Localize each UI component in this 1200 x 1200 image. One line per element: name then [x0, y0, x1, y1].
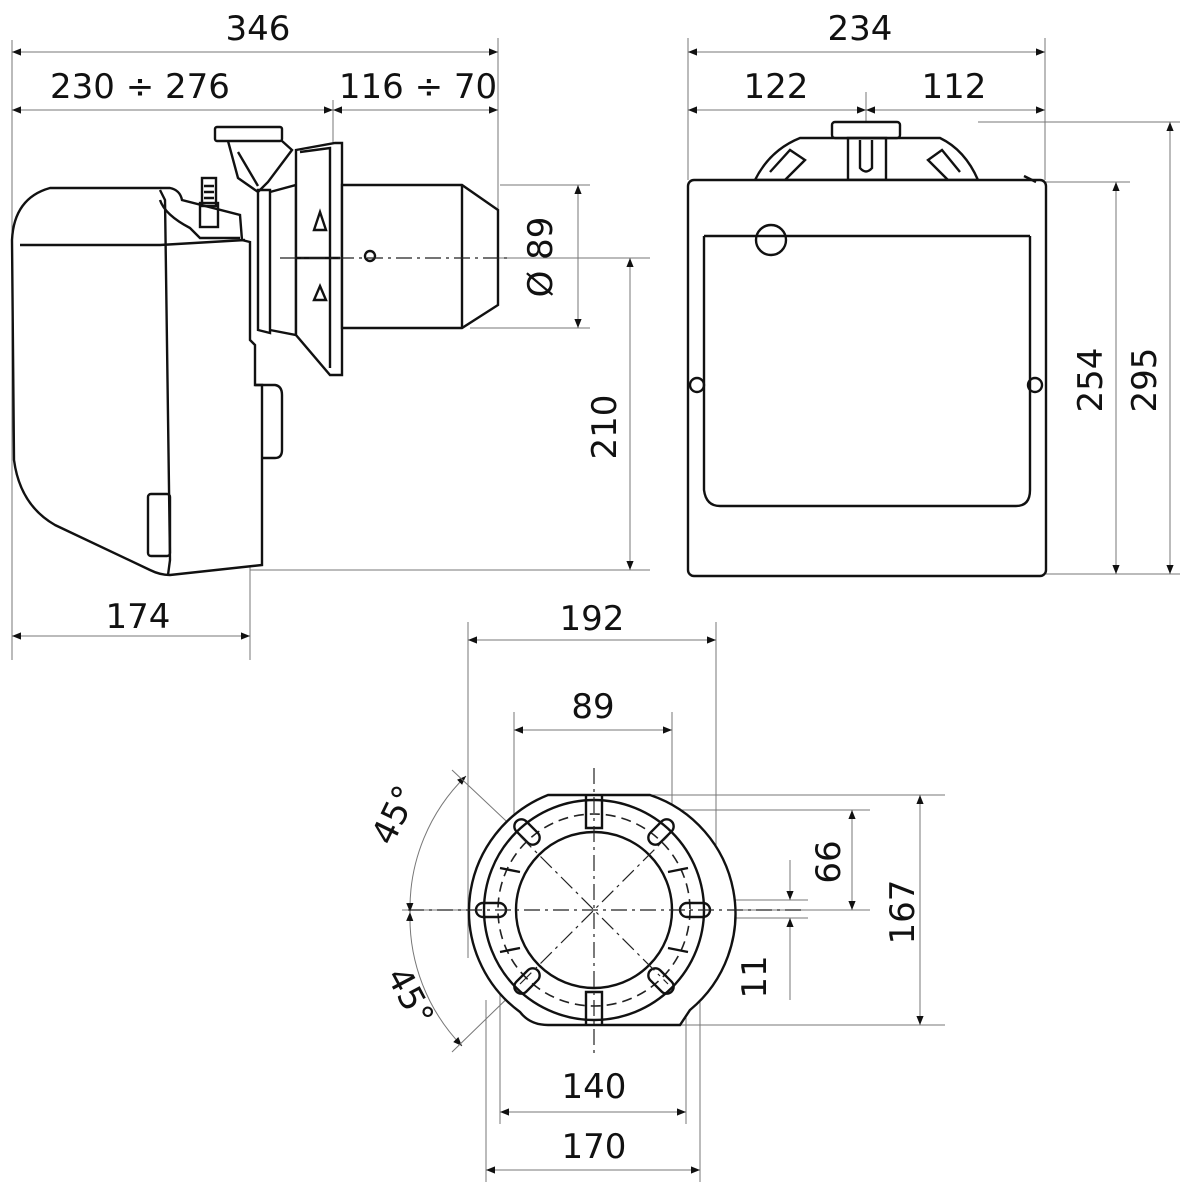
dim-346: 346 — [226, 9, 291, 49]
slot-bottom-left — [513, 967, 541, 995]
access-panel — [146, 492, 172, 558]
dim-230-276: 230 ÷ 276 — [50, 67, 230, 107]
sight-glass — [754, 223, 788, 257]
screw-right — [1026, 376, 1044, 394]
burner-front-box — [686, 178, 1048, 578]
intake-cap — [830, 120, 902, 140]
angle-bottom: 45° — [378, 961, 442, 1033]
dim-dia-89: Ø 89 — [521, 217, 561, 298]
dim-170: 170 — [562, 1127, 627, 1167]
dim-112: 112 — [922, 67, 987, 107]
screw-left — [688, 376, 706, 394]
dim-254: 254 — [1071, 348, 1111, 413]
dim-210: 210 — [585, 395, 625, 460]
slot-bottom-right — [647, 967, 675, 995]
dim-11: 11 — [735, 955, 775, 998]
side-view — [10, 38, 650, 660]
burner-housing — [10, 186, 264, 577]
flange-view — [402, 622, 945, 1182]
dim-234: 234 — [828, 9, 893, 49]
slot-top-left — [513, 818, 541, 846]
dim-66: 66 — [809, 840, 849, 883]
air-intake-cap — [213, 125, 284, 143]
dim-140: 140 — [562, 1067, 627, 1107]
dim-122: 122 — [744, 67, 809, 107]
dim-174: 174 — [106, 597, 171, 637]
angle-arc-top — [406, 775, 467, 913]
angle-arc-bottom — [406, 911, 463, 1047]
top-dome — [753, 136, 980, 182]
oil-fitting-nut — [198, 201, 220, 229]
dim-116-70: 116 ÷ 70 — [339, 67, 497, 107]
oil-fitting — [200, 176, 218, 208]
dim-295: 295 — [1125, 348, 1165, 413]
angle-top: 45° — [364, 779, 426, 851]
slot-top-right — [647, 818, 675, 846]
dim-192: 192 — [560, 599, 625, 639]
dim-167: 167 — [883, 880, 923, 945]
dim-89: 89 — [571, 687, 614, 727]
flange-outline — [467, 793, 737, 1027]
front-view — [686, 38, 1180, 578]
